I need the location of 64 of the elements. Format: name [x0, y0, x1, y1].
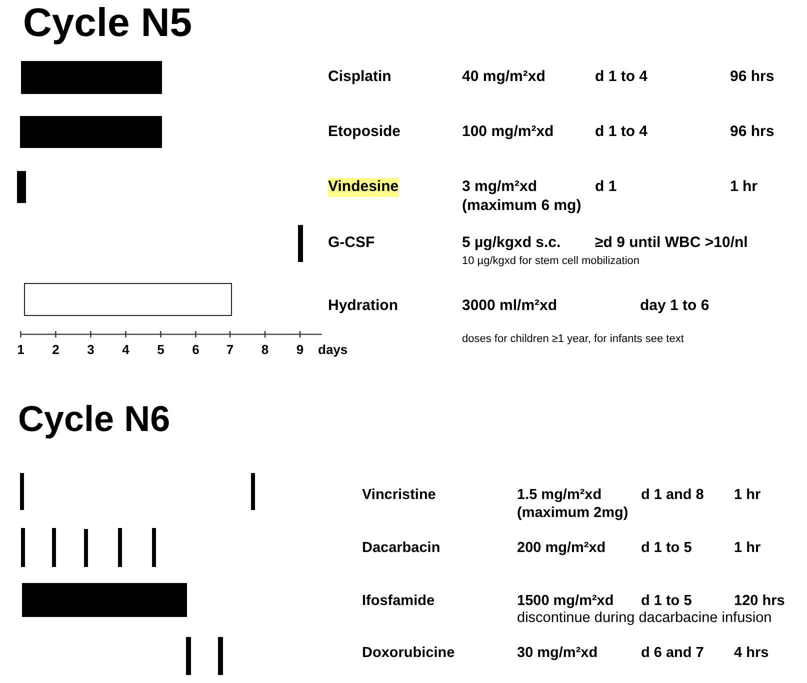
schedule-text: ≥d 9 until WBC >10/nl	[595, 234, 748, 253]
infusion-bar	[21, 61, 162, 94]
dose-text: 100 mg/m²xd	[462, 122, 554, 142]
hydration-bar	[24, 283, 232, 316]
tick-label: 7	[226, 342, 234, 358]
dose-mark	[218, 637, 223, 675]
note-text: discontinue during dacarbacine infusion	[517, 609, 772, 628]
dose-text: 30 mg/m²xd	[517, 644, 598, 662]
duration-text: 96 hrs	[730, 68, 774, 87]
tick-label: 9	[296, 342, 304, 358]
duration-text: 120 hrs	[734, 592, 785, 610]
dose-text: 5 µg/kgxd s.c.	[462, 234, 561, 253]
dose-mark	[20, 473, 24, 510]
tick-label: 8	[261, 342, 269, 358]
tick-label: 4	[122, 342, 130, 358]
section-heading: Cycle N6	[18, 398, 170, 440]
dose-mark	[21, 528, 25, 567]
drug-name: Cisplatin	[328, 68, 392, 87]
dose-text: 3000 ml/m²xd	[462, 296, 558, 316]
drug-name: Etoposide	[328, 122, 401, 142]
note-text: 10 µg/kgxd for stem cell mobilization	[462, 255, 640, 270]
drug-name: Dacarbacin	[362, 539, 440, 558]
dose-mark	[118, 528, 122, 567]
schedule-text: d 1 to 4	[595, 122, 648, 142]
schedule-text: d 1 to 5	[641, 539, 692, 558]
dose-mark	[84, 529, 88, 567]
schedule-text: d 1 and 8	[641, 486, 704, 504]
tick-label: 3	[87, 342, 94, 358]
tick-label: 1	[17, 342, 24, 358]
drug-name: Hydration	[328, 296, 398, 316]
schedule-text: d 1 to 4	[595, 68, 648, 87]
duration-text: 1 hr	[730, 178, 758, 197]
infusion-bar	[20, 116, 162, 148]
axis-unit-label: days	[318, 342, 348, 358]
drug-name: Doxorubicine	[362, 644, 455, 662]
dose-mark	[17, 171, 26, 203]
duration-text: 96 hrs	[730, 122, 774, 142]
dose-text: 1500 mg/m²xd	[517, 592, 614, 610]
dose-text: 40 mg/m²xd	[462, 68, 546, 87]
schedule-text: d 1	[595, 178, 617, 197]
dose-text: 3 mg/m²xd (maximum 6 mg)	[462, 178, 582, 216]
schedule-text: day 1 to 6	[640, 296, 710, 316]
duration-text: 1 hr	[734, 486, 761, 504]
dose-text: 1.5 mg/m²xd (maximum 2mg)	[517, 486, 630, 522]
schedule-text: d 6 and 7	[641, 644, 704, 662]
infusion-bar	[22, 583, 187, 617]
dose-mark	[251, 473, 255, 510]
schedule-text: d 1 to 5	[641, 592, 692, 610]
note-text: doses for children ≥1 year, for infants see text	[462, 333, 684, 348]
drug-name: G-CSF	[328, 234, 375, 253]
tick-label: 2	[52, 342, 60, 358]
duration-text: 1 hr	[734, 539, 761, 558]
dose-mark	[186, 637, 191, 675]
duration-text: 4 hrs	[734, 644, 769, 662]
tick-label: 6	[192, 342, 200, 358]
section-heading: Cycle N5	[23, 0, 192, 46]
dose-mark	[298, 225, 303, 262]
dose-mark	[152, 528, 156, 567]
dose-mark	[52, 528, 56, 567]
dose-text: 200 mg/m²xd	[517, 539, 606, 558]
drug-name: Vincristine	[362, 486, 436, 504]
tick-label: 5	[157, 342, 164, 358]
drug-name: Vindesine	[328, 178, 399, 197]
drug-name: Ifosfamide	[362, 592, 435, 610]
